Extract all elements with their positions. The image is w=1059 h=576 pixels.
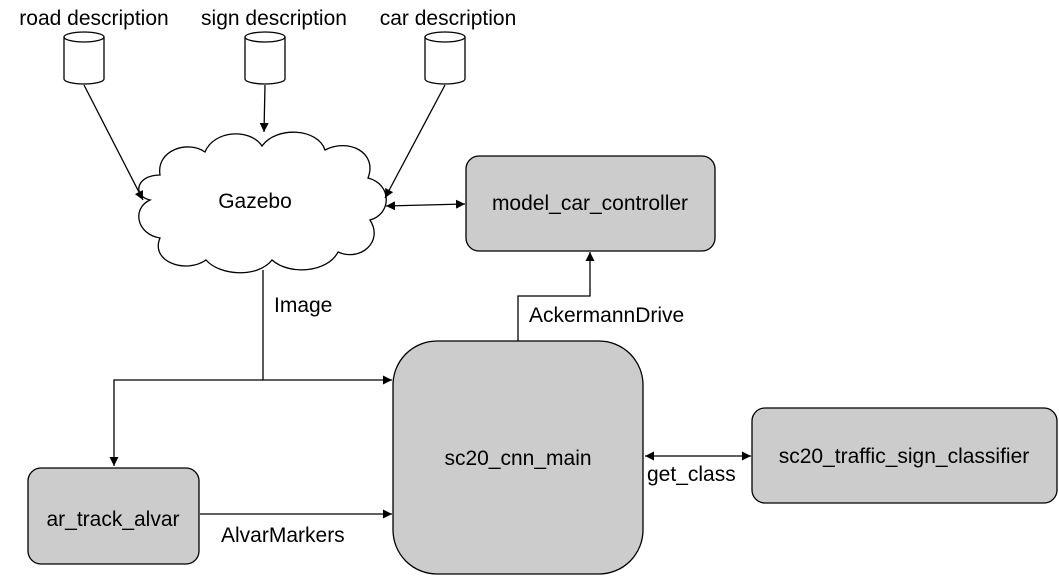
gazebo-label: Gazebo <box>218 190 292 213</box>
ar-track-alvar-node[interactable]: ar_track_alvar <box>27 467 200 565</box>
sc20-cnn-main-label: sc20_cnn_main <box>444 447 591 470</box>
road-description-database-icon <box>63 31 105 85</box>
sign-description-database-icon <box>244 31 286 85</box>
gazebo-cloud: Gazebo <box>138 131 387 274</box>
ar-track-alvar-label: ar_track_alvar <box>46 508 179 531</box>
road-description-label: road description <box>19 7 168 30</box>
sc20-cnn-main-node[interactable]: sc20_cnn_main <box>392 340 644 575</box>
alvar-markers-edge-label: AlvarMarkers <box>221 524 345 547</box>
sign-description-label: sign description <box>201 7 347 30</box>
sc20-traffic-sign-classifier-label: sc20_traffic_sign_classifier <box>779 445 1030 468</box>
gazebo-controller-bidirectional-arrow <box>385 199 466 211</box>
car-description-database-icon <box>424 31 466 85</box>
model-car-controller-node[interactable]: model_car_controller <box>465 155 716 252</box>
road-to-gazebo-arrow <box>83 84 144 201</box>
sc20-traffic-sign-classifier-node[interactable]: sc20_traffic_sign_classifier <box>751 407 1058 504</box>
image-edge-label: Image <box>274 294 332 317</box>
sign-to-gazebo-arrow <box>259 84 269 133</box>
image-edge <box>109 270 392 466</box>
get-class-edge-label: get_class <box>647 463 736 486</box>
ackermann-drive-edge <box>517 252 595 341</box>
car-to-gazebo-arrow <box>384 84 446 199</box>
car-description-label: car description <box>380 7 517 30</box>
ackermann-drive-edge-label: AckermannDrive <box>529 304 684 327</box>
model-car-controller-label: model_car_controller <box>492 192 688 215</box>
